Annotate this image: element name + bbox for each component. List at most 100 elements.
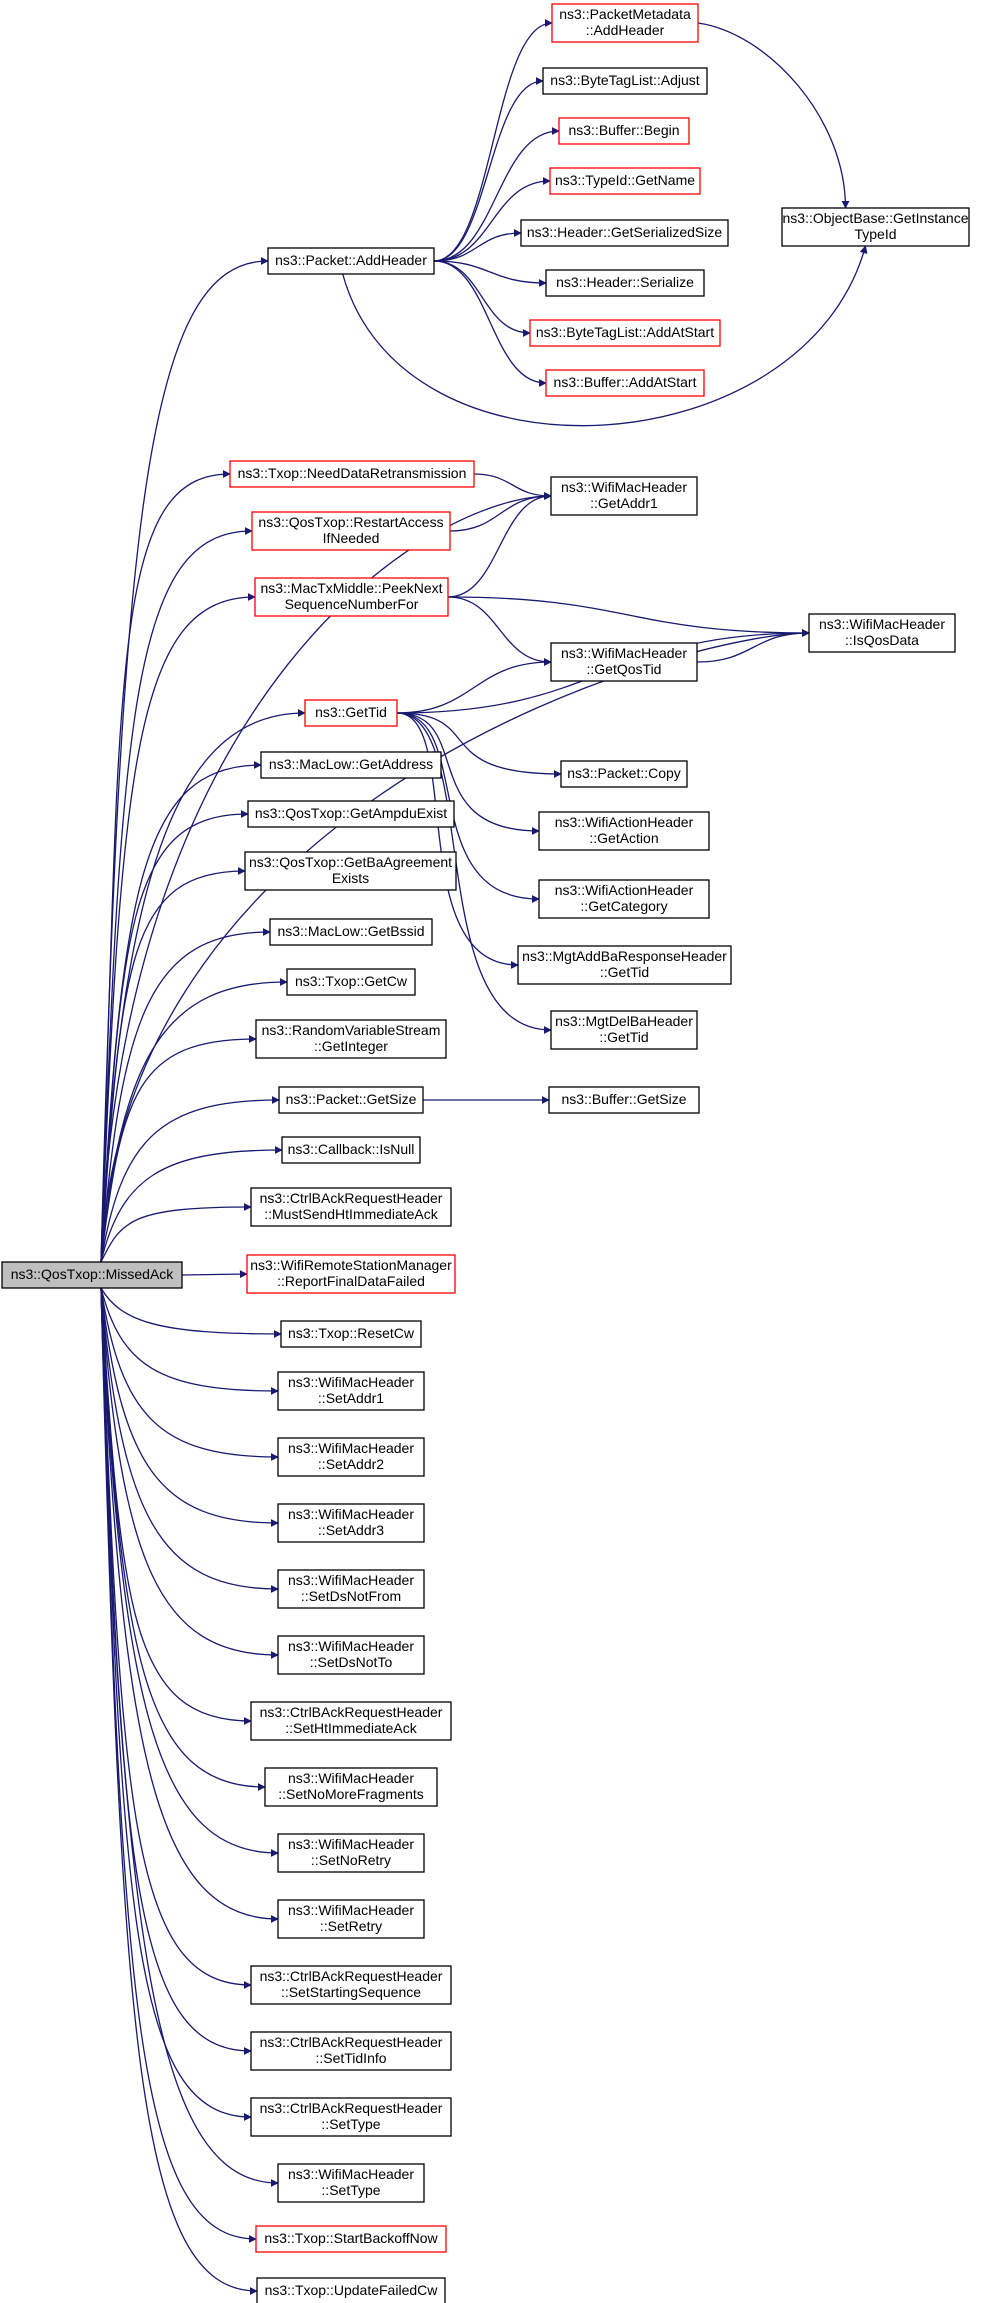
node-wifimacheader-setdsnotfrom[interactable]: ns3::WifiMacHeader::SetDsNotFrom	[277, 1569, 425, 1609]
node-wifiremotestationmanager-reportfinaldatafailed[interactable]: ns3::WifiRemoteStationManager::ReportFin…	[246, 1254, 456, 1294]
node-qostxop-getampduexist[interactable]: ns3::QosTxop::GetAmpduExist	[247, 800, 455, 828]
node-box	[229, 460, 475, 488]
node-label: ns3::Txop::UpdateFailedCw	[265, 2282, 439, 2298]
node-header-getserializedsize[interactable]: ns3::Header::GetSerializedSize	[520, 219, 729, 247]
node-ctrlbackrequestheader-sethtimmediateack[interactable]: ns3::CtrlBAckRequestHeader::SetHtImmedia…	[250, 1701, 452, 1741]
node-buffer-begin[interactable]: ns3::Buffer::Begin	[558, 117, 690, 145]
node-box	[550, 642, 698, 682]
node-label: TypeId	[854, 226, 896, 242]
node-label: ns3::QosTxop::RestartAccess	[258, 514, 443, 530]
edge-packetmetadata-addheader-to-objectbase-getinstancetypeid	[697, 22, 850, 209]
node-wifimacheader-setaddr2[interactable]: ns3::WifiMacHeader::SetAddr2	[277, 1437, 425, 1477]
edge-gettid-to-packet-copy	[396, 712, 562, 778]
node-label: ::SetType	[321, 2116, 380, 2132]
edge-root-to-wifimacheader-setdsnotfrom	[100, 1287, 279, 1593]
node-box	[550, 476, 698, 516]
node-txop-resetcw[interactable]: ns3::Txop::ResetCw	[280, 1320, 422, 1348]
edge-root-to-wifimacheader-setnomorefragments	[100, 1287, 266, 1791]
node-buffer-addatstart[interactable]: ns3::Buffer::AddAtStart	[545, 369, 705, 397]
node-bytetaglist-addatstart[interactable]: ns3::ByteTagList::AddAtStart	[529, 319, 721, 347]
node-box	[277, 1503, 425, 1543]
node-box	[548, 1086, 700, 1114]
node-root[interactable]: ns3::QosTxop::MissedAck	[1, 1261, 183, 1289]
node-buffer-getsize[interactable]: ns3::Buffer::GetSize	[548, 1086, 700, 1114]
node-packet-addheader[interactable]: ns3::Packet::AddHeader	[267, 247, 435, 275]
node-box	[808, 613, 956, 653]
node-label: ns3::WifiMacHeader	[288, 1440, 414, 1456]
node-mgtdelbaheader-gettid[interactable]: ns3::MgtDelBaHeader::GetTid	[550, 1010, 698, 1050]
node-typeid-getname[interactable]: ns3::TypeId::GetName	[549, 167, 701, 195]
node-label: ::GetQosTid	[587, 661, 662, 677]
node-label: ::AddHeader	[586, 22, 665, 38]
edge-root-to-mactxmiddle-peeknextsequencenumberfor	[100, 593, 256, 1263]
node-packetmetadata-addheader[interactable]: ns3::PacketMetadata::AddHeader	[551, 3, 699, 43]
node-bytetaglist-adjust[interactable]: ns3::ByteTagList::Adjust	[542, 67, 708, 95]
node-callback-isnull[interactable]: ns3::Callback::IsNull	[281, 1136, 421, 1164]
node-wifiactionheader-getaction[interactable]: ns3::WifiActionHeader::GetAction	[538, 811, 710, 851]
node-wifimacheader-setretry[interactable]: ns3::WifiMacHeader::SetRetry	[277, 1899, 425, 1939]
node-label: ::SetDsNotTo	[310, 1654, 393, 1670]
node-label: ns3::MacLow::GetBssid	[277, 923, 424, 939]
edge-root-to-ctrlbackrequestheader-setstartingsequence	[100, 1287, 252, 1989]
node-ctrlbackrequestheader-setstartingsequence[interactable]: ns3::CtrlBAckRequestHeader::SetStartingS…	[250, 1965, 452, 2005]
node-box	[254, 577, 449, 617]
node-wifiactionheader-getcategory[interactable]: ns3::WifiActionHeader::GetCategory	[538, 879, 710, 919]
node-wifimacheader-setnoretry[interactable]: ns3::WifiMacHeader::SetNoRetry	[277, 1833, 425, 1873]
node-packet-getsize[interactable]: ns3::Packet::GetSize	[278, 1086, 424, 1114]
edge-qostxop-restartaccessifneeded-to-wifimacheader-getaddr1	[449, 492, 552, 532]
edge-root-to-qostxop-getampduexist	[100, 810, 249, 1263]
edge-packet-addheader-to-typeid-getname	[433, 177, 551, 262]
node-box	[1, 1261, 183, 1289]
node-header-serialize[interactable]: ns3::Header::Serialize	[545, 269, 705, 297]
node-txop-getcw[interactable]: ns3::Txop::GetCw	[286, 968, 416, 996]
node-ctrlbackrequestheader-mustsendhtimmediateack[interactable]: ns3::CtrlBAckRequestHeader::MustSendHtIm…	[250, 1187, 452, 1227]
node-box	[277, 2163, 425, 2203]
node-box	[250, 1965, 452, 2005]
edge-root-to-wifimacheader-setnoretry	[100, 1287, 279, 1857]
node-wifimacheader-getaddr1[interactable]: ns3::WifiMacHeader::GetAddr1	[550, 476, 698, 516]
edge-mactxmiddle-peeknextsequencenumberfor-to-wifimacheader-getqostid	[447, 596, 552, 666]
node-box	[277, 1371, 425, 1411]
node-box	[250, 2097, 452, 2137]
node-txop-needdataretransmission[interactable]: ns3::Txop::NeedDataRetransmission	[229, 460, 475, 488]
node-wifimacheader-setnomorefragments[interactable]: ns3::WifiMacHeader::SetNoMoreFragments	[264, 1767, 438, 1807]
node-wifimacheader-isqosdata[interactable]: ns3::WifiMacHeader::IsQosData	[808, 613, 956, 653]
node-mgtaddbaresponseheader-gettid[interactable]: ns3::MgtAddBaResponseHeader::GetTid	[517, 945, 732, 985]
node-label: ns3::CtrlBAckRequestHeader	[260, 2100, 443, 2116]
node-ctrlbackrequestheader-settype[interactable]: ns3::CtrlBAckRequestHeader::SetType	[250, 2097, 452, 2137]
node-label: ns3::MgtAddBaResponseHeader	[522, 948, 727, 964]
node-label: ns3::Txop::GetCw	[295, 973, 408, 989]
node-txop-updatefailedcw[interactable]: ns3::Txop::UpdateFailedCw	[256, 2277, 446, 2303]
node-box	[558, 117, 690, 145]
node-box	[542, 67, 708, 95]
node-box	[277, 1569, 425, 1609]
node-packet-copy[interactable]: ns3::Packet::Copy	[560, 760, 688, 788]
node-label: ::SetAddr3	[318, 1522, 384, 1538]
node-label: ns3::MacTxMiddle::PeekNext	[260, 580, 442, 596]
node-label: ns3::WifiMacHeader	[561, 645, 687, 661]
node-maclow-getbssid[interactable]: ns3::MacLow::GetBssid	[269, 918, 433, 946]
node-label: ns3::WifiMacHeader	[288, 1638, 414, 1654]
node-gettid[interactable]: ns3::GetTid	[304, 699, 398, 727]
edge-root-to-txop-needdataretransmission	[100, 470, 231, 1263]
node-randomvariablestream-getinteger[interactable]: ns3::RandomVariableStream::GetInteger	[255, 1019, 447, 1059]
node-mactxmiddle-peeknextsequencenumberfor[interactable]: ns3::MacTxMiddle::PeekNextSequenceNumber…	[254, 577, 449, 617]
node-maclow-getaddress[interactable]: ns3::MacLow::GetAddress	[260, 751, 442, 779]
node-box	[781, 207, 970, 247]
node-txop-startbackoffnow[interactable]: ns3::Txop::StartBackoffNow	[255, 2225, 447, 2253]
node-wifimacheader-setaddr1[interactable]: ns3::WifiMacHeader::SetAddr1	[277, 1371, 425, 1411]
edge-gettid-to-mgtaddbaresponseheader-gettid	[396, 712, 519, 969]
node-wifimacheader-getqostid[interactable]: ns3::WifiMacHeader::GetQosTid	[550, 642, 698, 682]
node-wifimacheader-settype[interactable]: ns3::WifiMacHeader::SetType	[277, 2163, 425, 2203]
edge-gettid-to-wifiactionheader-getaction	[396, 712, 540, 835]
node-wifimacheader-setaddr3[interactable]: ns3::WifiMacHeader::SetAddr3	[277, 1503, 425, 1543]
node-label: ns3::CtrlBAckRequestHeader	[260, 1704, 443, 1720]
node-label: ns3::WifiMacHeader	[288, 2166, 414, 2182]
node-box	[250, 1187, 452, 1227]
node-wifimacheader-setdsnotto[interactable]: ns3::WifiMacHeader::SetDsNotTo	[277, 1635, 425, 1675]
node-ctrlbackrequestheader-settidinfo[interactable]: ns3::CtrlBAckRequestHeader::SetTidInfo	[250, 2031, 452, 2071]
node-label: ::SetType	[321, 2182, 380, 2198]
